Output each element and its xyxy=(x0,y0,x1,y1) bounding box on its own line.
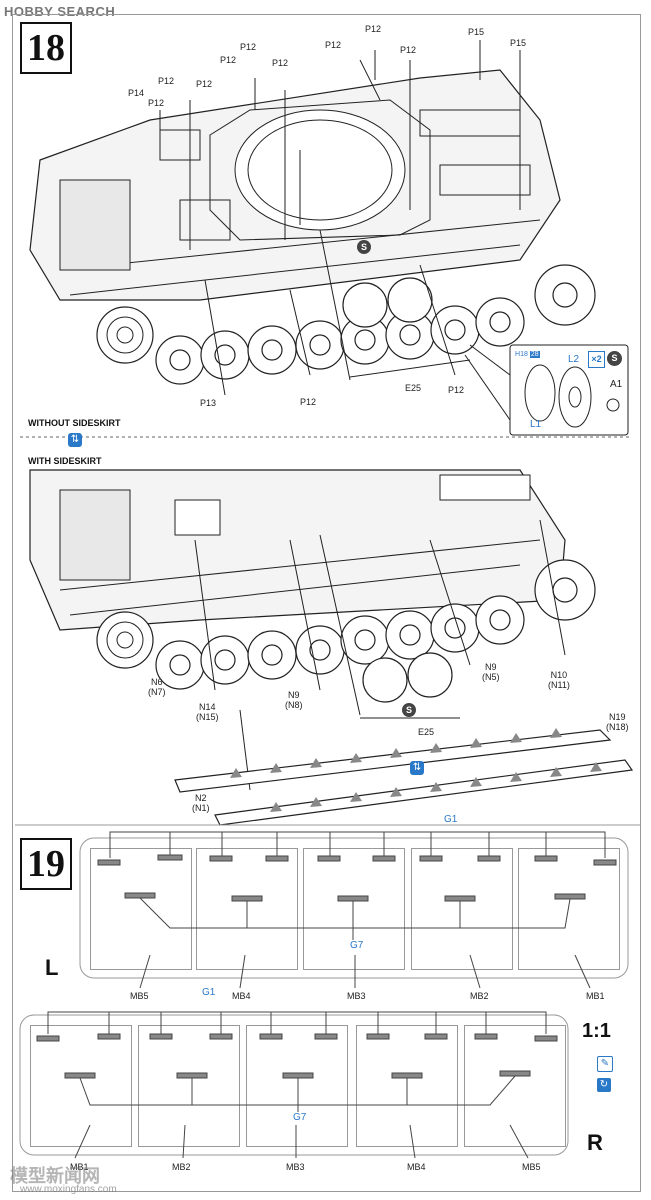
mud-flap-panel-mb5 xyxy=(90,848,192,970)
part-label-n14: N14(N15) xyxy=(196,702,219,722)
part-label-p12: P12 xyxy=(196,79,213,89)
without-sideskirt-label: WITHOUT SIDESKIRT xyxy=(28,418,121,428)
part-label-p12: P12 xyxy=(325,40,342,50)
part-label-p14: P14 xyxy=(128,88,145,98)
hobby-search-logo: HOBBY SEARCH xyxy=(4,4,115,19)
part-label-e25: E25 xyxy=(405,383,422,393)
panel-label-mb1: MB1 xyxy=(586,991,605,1001)
s-badge: S xyxy=(357,240,371,254)
panel-label-mb4: MB4 xyxy=(407,1162,426,1172)
part-label-p13: P13 xyxy=(200,398,217,408)
mud-flap-panel-mb5 xyxy=(464,1025,566,1147)
panel-label-mb3: MB3 xyxy=(286,1162,305,1172)
s-badge: S xyxy=(607,351,622,366)
part-label-p12: P12 xyxy=(240,42,257,52)
part-label-p15: P15 xyxy=(468,27,485,37)
page-frame xyxy=(12,14,641,1192)
part-label-p12: P12 xyxy=(272,58,289,68)
mud-flap-panel-mb4 xyxy=(196,848,298,970)
mud-flap-panel-mb3 xyxy=(246,1025,348,1147)
panel-label-mb2: MB2 xyxy=(172,1162,191,1172)
inset-label-a1: A1 xyxy=(610,379,623,390)
part-label-g1: G1 xyxy=(444,814,458,825)
panel-label-mb4: MB4 xyxy=(232,991,251,1001)
reverse-icon: ⇅ xyxy=(410,761,424,775)
scale-label: 1:1 xyxy=(582,1020,611,1042)
mud-flap-panel-mb2 xyxy=(138,1025,240,1147)
panel-label-mb5: MB5 xyxy=(522,1162,541,1172)
mud-flap-panel-mb3 xyxy=(303,848,405,970)
part-label-g7: G7 xyxy=(293,1112,307,1123)
panel-label-mb2: MB2 xyxy=(470,991,489,1001)
panel-label-mb3: MB3 xyxy=(347,991,366,1001)
mud-flap-panel-mb1 xyxy=(518,848,620,970)
part-label-p12: P12 xyxy=(220,55,237,65)
inset-label-l1: L1 xyxy=(530,419,542,430)
mud-flap-panel-mb2 xyxy=(411,848,513,970)
part-label-p12: P12 xyxy=(158,76,175,86)
inset-label-l2: L2 xyxy=(568,354,580,365)
side-label-left: L xyxy=(45,955,59,980)
watermark: 模型新闻网 xyxy=(10,1166,100,1186)
part-label-g7: G7 xyxy=(350,940,364,951)
watermark-url: www.moxingfans.com xyxy=(20,1184,117,1195)
part-label-p12: P12 xyxy=(300,397,317,407)
part-label-p12: P12 xyxy=(148,98,165,108)
part-label-g1: G1 xyxy=(202,987,216,998)
part-label-n10: N10(N11) xyxy=(548,670,570,690)
step-number-19: 19 xyxy=(20,838,72,890)
mud-flap-panel-mb1 xyxy=(30,1025,132,1147)
part-label-n2: N2(N1) xyxy=(192,793,210,813)
logo-text: HOBBY SEARCH xyxy=(4,4,116,19)
quantity-x2-badge: ×2 xyxy=(588,351,605,368)
with-sideskirt-label: WITH SIDESKIRT xyxy=(28,456,102,466)
part-label-p15: P15 xyxy=(510,38,527,48)
part-label-e25: E25 xyxy=(418,727,435,737)
part-label-n9: N9(N8) xyxy=(285,690,303,710)
reverse-icon: ⇅ xyxy=(68,433,82,447)
part-label-p12: P12 xyxy=(365,24,382,34)
mud-flap-panel-mb4 xyxy=(356,1025,458,1147)
side-label-right: R xyxy=(587,1130,603,1155)
s-badge: S xyxy=(402,703,416,717)
part-label-n19: N19(N18) xyxy=(606,712,629,732)
inset-h-ref: H18 28 xyxy=(515,351,540,358)
part-label-p12: P12 xyxy=(448,385,465,395)
part-label-n6: N6(N7) xyxy=(148,677,166,697)
part-label-n9: N9(N5) xyxy=(482,662,500,682)
part-label-p12: P12 xyxy=(400,45,417,55)
panel-label-mb1: MB1 xyxy=(70,1162,89,1172)
pen-icon: ✎ xyxy=(597,1056,613,1072)
step-number-18: 18 xyxy=(20,22,72,74)
flip-icon: ↻ xyxy=(597,1078,611,1092)
panel-label-mb5: MB5 xyxy=(130,991,149,1001)
